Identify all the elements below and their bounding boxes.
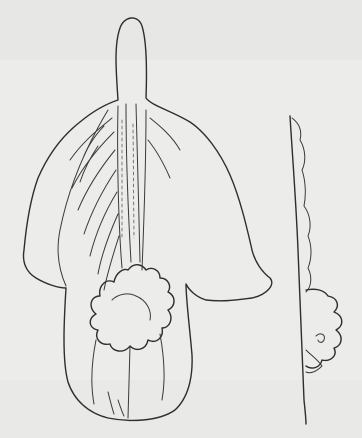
line-drawing <box>0 0 362 438</box>
